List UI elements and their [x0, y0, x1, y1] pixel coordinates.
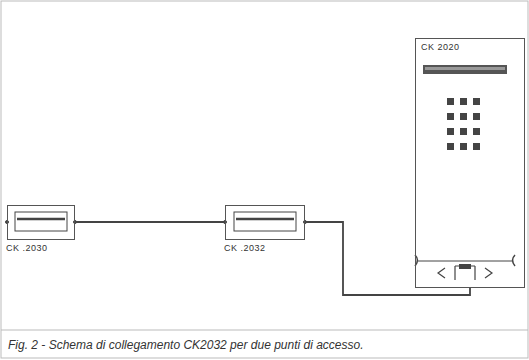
keypad-unit — [415, 65, 515, 280]
caption-rule — [1, 330, 528, 331]
connection-wire — [75, 221, 225, 223]
card-slot — [6, 212, 77, 231]
card-slot — [224, 212, 307, 231]
connection-wire — [305, 222, 470, 295]
figure-caption: Fig. 2 - Schema di collegamento CK2032 p… — [8, 338, 364, 352]
device-label: CK .2032 — [224, 243, 302, 253]
card-reader: CK .2032 — [225, 205, 305, 240]
keypad-unit: CK 2020 — [415, 38, 525, 288]
card-reader: CK .2030 — [7, 205, 75, 240]
device-label: CK 2020 — [421, 42, 529, 52]
device-label: CK .2030 — [6, 243, 72, 253]
